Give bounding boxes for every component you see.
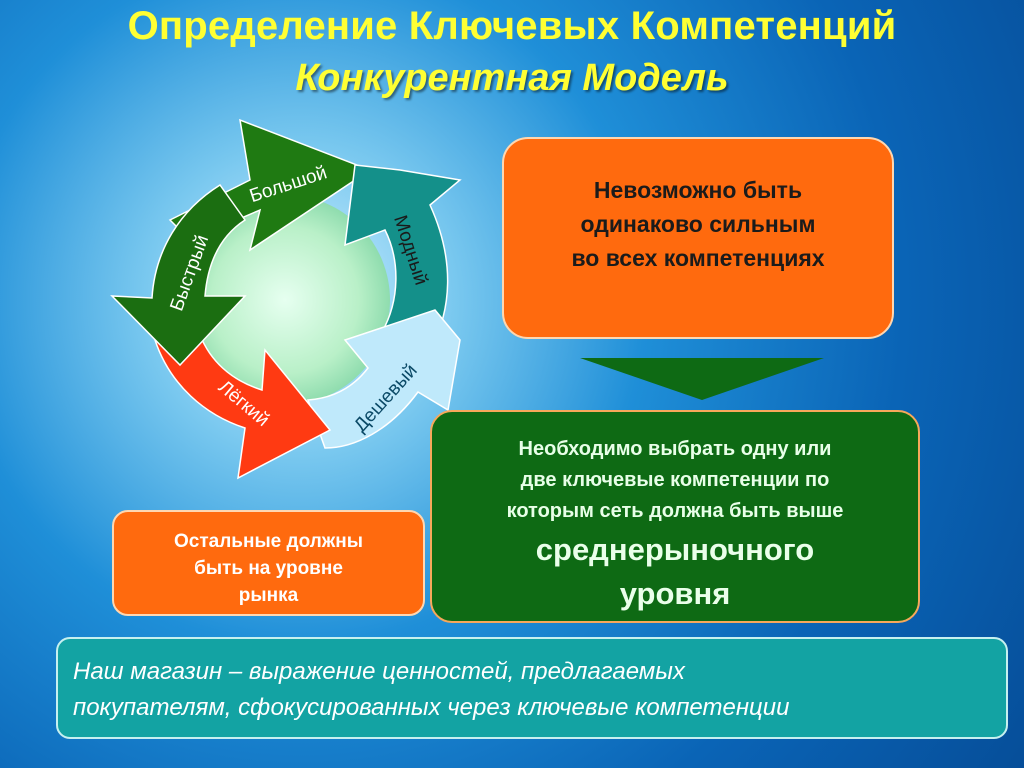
store-line: Наш магазин – выражение ценностей, предл…: [73, 658, 685, 685]
rest-line: быть на уровне: [194, 558, 343, 579]
store-line: покупателям, сфокусированных через ключе…: [73, 694, 790, 721]
choose-line: Необходимо выбрать одну или: [518, 438, 832, 460]
cycle-arrow-fast: [110, 183, 247, 367]
rest-box: Остальные должны быть на уровне рынка: [112, 510, 425, 616]
rest-line: Остальные должны: [174, 531, 363, 552]
cycle-arrow-cheap: [306, 309, 461, 449]
warning-line: во всех компетенциях: [571, 245, 825, 271]
competency-cycle-diagram: Большой Модный Дешевый Лёгкий Быстрый: [110, 118, 462, 480]
choose-line: которым сеть должна быть выше: [506, 500, 844, 522]
warning-line: Невозможно быть: [593, 177, 803, 203]
choose-emphasis: среднерыночного: [535, 532, 815, 567]
store-statement-box: Наш магазин – выражение ценностей, предл…: [56, 637, 1008, 739]
choose-emphasis: уровня: [619, 576, 731, 611]
page-subtitle: Конкурентная Модель: [295, 57, 729, 99]
rest-line: рынка: [238, 585, 299, 606]
choose-box: Необходимо выбрать одну или две ключевые…: [430, 410, 920, 623]
warning-box: Невозможно быть одинаково сильным во все…: [502, 137, 894, 339]
down-arrow-icon: [580, 358, 824, 400]
choose-line: две ключевые компетенции по: [520, 469, 830, 491]
cycle-hub: [180, 195, 390, 405]
warning-line: одинаково сильным: [580, 211, 816, 237]
page-title: Определение Ключевых Компетенций: [127, 4, 897, 48]
cycle-arrow-light: [153, 334, 332, 480]
